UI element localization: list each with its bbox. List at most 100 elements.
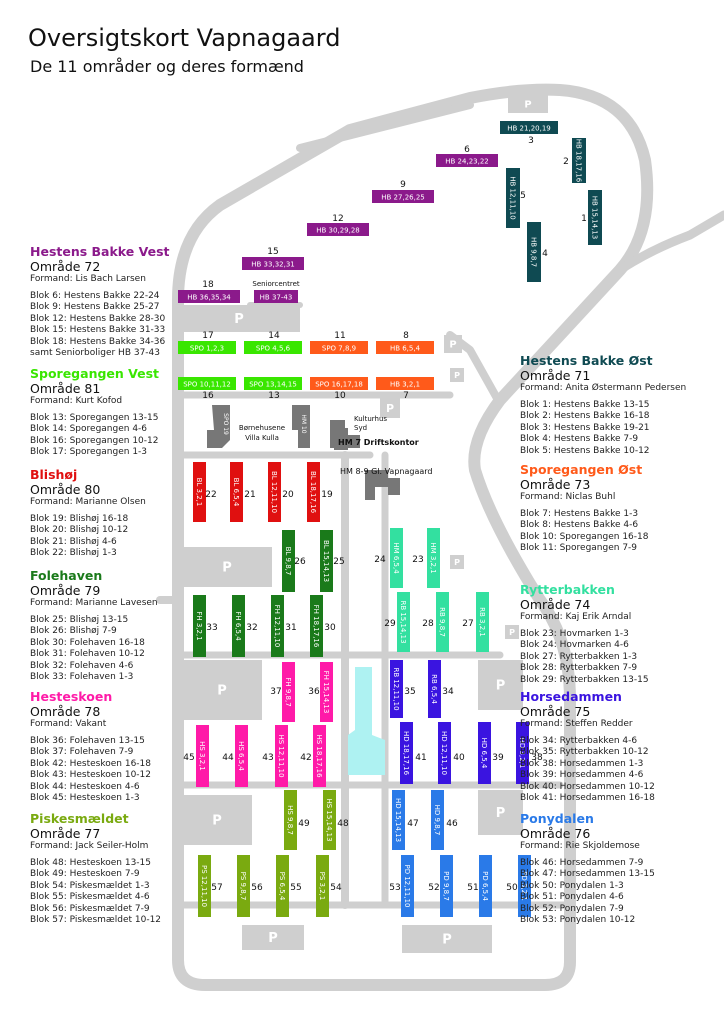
building-hb-vest [372,190,434,203]
area-block-item: Blok 26: Blishøj 7-9 [30,626,117,636]
building-number: 15 [267,247,278,257]
building-label: BL 3,2,1 [195,478,203,507]
building-label: SPO 1,2,3 [190,345,224,353]
area-name: Horsedammen [520,689,622,704]
building-pd [440,855,453,917]
area-chairman: Formand: Niclas Buhl [520,492,616,502]
building-number: 26 [294,557,306,567]
building-number: 3 [528,136,534,146]
building-number: 14 [268,331,280,341]
building-number: 7 [403,391,409,401]
building-layer [178,121,602,917]
ring-road [172,83,654,991]
building-label: PS 9,8,7 [239,872,247,901]
hm7-building [334,428,348,450]
building-hd [438,722,451,784]
area-block-item: Blok 44: Hesteskoen 4-6 [30,781,140,792]
hm89-building [365,470,400,500]
building-number: 21 [244,490,255,500]
area-block-item: Blok 43: Hesteskoen 10-12 [30,770,151,780]
parking-lot [178,305,300,332]
area-name: Ponydalen [520,811,594,826]
area-name: Sporegangen Øst [520,462,643,477]
area-block-item: Blok 34: Rytterbakken 4-6 [520,735,638,746]
building-label: HD 15,14,13 [394,798,402,842]
building-label: HM 6,5,4 [392,542,400,574]
area-chairman: Formand: Kaj Erik Arndal [520,612,632,622]
parking-label: P [524,100,531,111]
building-number: 16 [202,391,214,401]
area-block-item: Blok 1: Hestens Bakke 13-15 [520,399,650,410]
building-label: HB 36,35,34 [187,294,231,302]
building-label: HS 15,14,13 [325,798,333,841]
building-number: 39 [492,753,504,763]
building-hs2 [323,790,336,850]
building-hb-ost [588,190,602,245]
building-label: HS 3,2,1 [198,741,206,771]
building-spo-ost [310,377,368,390]
parking-label: P [509,628,515,637]
building-label: BL 18,17,16 [309,471,317,514]
building-label: HS 6,5,4 [237,741,245,771]
building-number: 50 [506,883,518,893]
area-block-item: Blok 29: Rytterbakken 13-15 [520,674,649,685]
area-block-item: Blok 54: Piskesmældet 1-3 [30,880,150,891]
area-name: Folehaven [30,568,103,583]
building-label: HB 6,5,4 [390,345,421,353]
building-number: 19 [321,490,333,500]
building-label: PS 6,5,4 [278,872,286,901]
building-fh [193,595,206,657]
area-block-item: Blok 21: Blishøj 4-6 [30,536,117,547]
building-spo-ost [376,341,434,354]
building-label: FH 6,5,4 [234,611,242,641]
building-label: RB 9,8,7 [438,607,446,637]
parking-label: P [386,402,394,415]
building-label: BL 6,5,4 [232,478,240,507]
building-label: HS 9,8,7 [286,805,294,835]
building-number: 28 [422,619,434,629]
building-number: 48 [337,819,349,829]
area-block-item: Blok 13: Sporegangen 13-15 [30,412,159,423]
area-number: Område 74 [520,597,591,612]
page-subtitle: De 11 områder og deres formænd [30,57,304,76]
building-hd [478,722,491,784]
area-number: Område 76 [520,826,591,841]
hm89-label: HM 8-9 Gl. Vapnagaard [340,467,433,476]
area-number: Område 78 [30,704,101,719]
building-hb-vest [254,290,298,303]
parking-label: P [442,933,452,948]
building-number: 55 [290,883,301,893]
area-block-item: Blok 38: Horsedammen 1-3 [520,758,644,769]
hm10-building [292,405,310,448]
building-label: HB 15,14,13 [591,196,599,239]
parking-lot [182,547,272,587]
area-block-item: Blok 3: Hestens Bakke 19-21 [520,422,650,433]
building-fh [310,595,323,657]
building-number: 13 [268,391,279,401]
building-label: PD 3,2,1 [520,871,528,901]
building-label: HD 6,5,4 [480,738,488,769]
building-label: HD 12,11,10 [440,731,448,775]
senior-label: Seniorcentret [252,280,300,288]
building-label: SPO 7,8,9 [322,345,356,353]
parking-lot [402,925,492,953]
building-label: HB 18,17,16 [575,139,583,183]
area-name: Hestens Bakke Øst [520,353,653,368]
building-number: 45 [183,753,194,763]
building-label: HB 21,20,19 [507,125,550,133]
building-label: BL 12,11,10 [270,471,278,513]
parking-lot [444,335,462,353]
pond [348,667,385,775]
parking-label: P [496,679,506,694]
building-number: 12 [332,214,343,224]
building-number: 5 [520,191,526,201]
area-block-item: Blok 19: Blishøj 16-18 [30,513,129,524]
building-number: 56 [251,883,263,893]
building-spo-ost [376,377,434,390]
building-number: 43 [262,753,273,763]
